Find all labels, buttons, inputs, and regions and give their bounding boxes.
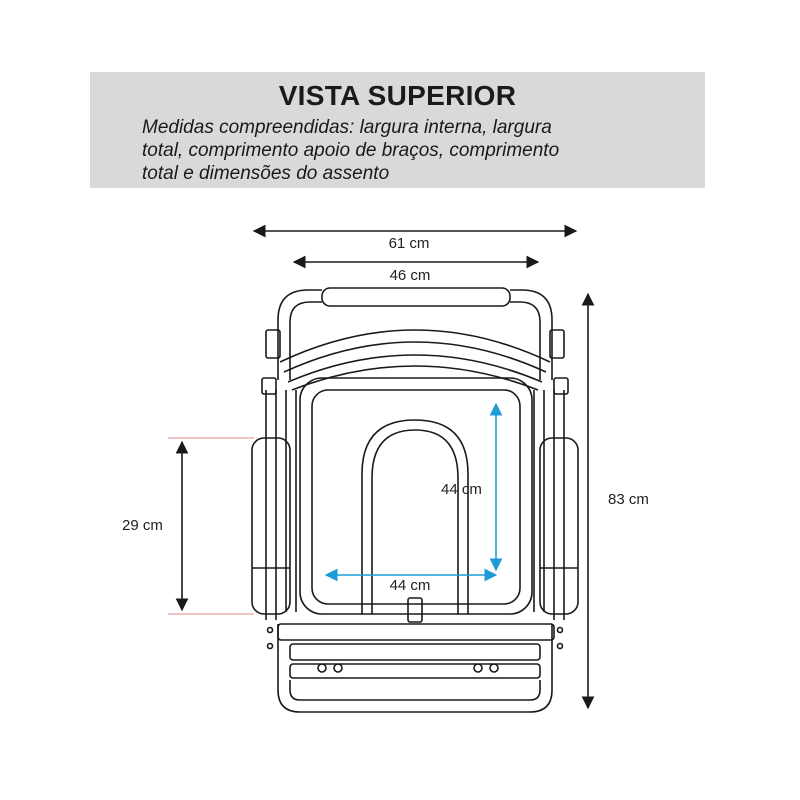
subtitle-line-3: total e dimensões do assento [142,163,390,184]
right-side-tube [533,390,565,620]
seat-outer [299,377,533,615]
backrest-curve-1 [279,329,551,363]
header-banner: VISTA SUPERIOR Medidas compreendidas: la… [90,72,705,188]
left-side-tube [265,390,297,620]
seat-inner [311,389,521,605]
back-frame-outer [277,289,553,380]
backrest-curve-4 [291,365,539,391]
seat-cutout [361,419,469,614]
left-armrest [251,437,291,615]
seat-latch [407,597,423,623]
dim-seat-width-label: 44 cm [390,577,431,594]
dim-total-length-label: 83 cm [608,491,649,508]
dim-seat-depth-label: 44 cm [441,481,482,498]
page-title: VISTA SUPERIOR [278,80,517,111]
backrest-curve-3 [287,354,543,383]
left-clamp [265,329,281,359]
subtitle-line-2: total, comprimento apoio de braços, comp… [142,140,560,161]
subtitle-line-1: Medidas compreendidas: largura interna, … [142,117,552,138]
page-subtitle: Medidas compreendidas: largura interna, … [142,116,682,185]
push-handle [321,287,511,307]
front-crossbar-3 [289,663,541,679]
footrest-frame-inner [289,680,541,701]
right-clamp [549,329,565,359]
right-armrest [539,437,579,615]
seat-cutout-inner [371,429,459,614]
left-clamp-2 [261,377,277,395]
right-clamp-2 [553,377,569,395]
footrest-frame [277,624,553,713]
front-crossbar-2 [289,643,541,661]
wheelchair-drawing [251,287,579,713]
dim-total-width-label: 61 cm [389,235,430,252]
dim-armrest-label: 29 cm [122,517,163,534]
dim-internal-width-label: 46 cm [390,267,431,284]
backrest-curve-2 [283,341,547,373]
front-crossbar-1 [277,623,555,641]
back-frame-inner [289,301,541,380]
